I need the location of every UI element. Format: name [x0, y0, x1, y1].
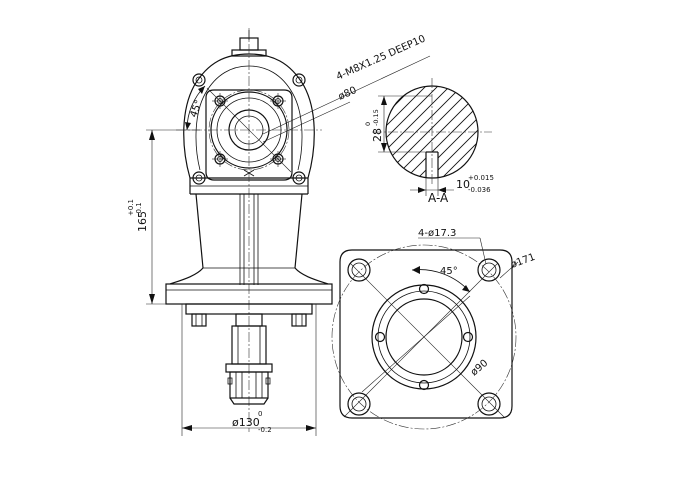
output-shaft — [225, 313, 273, 405]
key-height-tol-upper: 0 — [364, 122, 372, 126]
key-height-dim-text: 28 — [371, 128, 384, 142]
bottom-plate-view — [331, 237, 519, 430]
thread-callout-text: 4-M8X1.25 DEEP10 — [335, 33, 428, 82]
key-width-tol-lower: -0.036 — [468, 186, 491, 194]
bolt-circle-front-text: ø80 — [337, 85, 359, 103]
key-height-tol-lower: -0.15 — [372, 109, 380, 126]
angle-front-text: 45° — [188, 99, 204, 119]
hole-callout-text: 4-ø17.3 — [418, 228, 456, 239]
thread-leader — [262, 55, 431, 143]
angle-plate-text: 45° — [440, 266, 458, 277]
height-tol-upper: +0.1 — [127, 199, 135, 216]
base-dim-text: ø130 — [232, 416, 260, 429]
base-dimension — [181, 304, 317, 436]
height-tol-lower: -0.1 — [135, 202, 143, 216]
height-dimension — [146, 129, 200, 305]
height-dim-text: 165 — [136, 211, 149, 232]
base-tol-lower: -0.2 — [258, 426, 272, 434]
plate-inner-dim-text: ø90 — [469, 358, 491, 379]
key-width-tol-upper: +0.015 — [468, 174, 494, 182]
section-label-text: A-A — [428, 191, 449, 205]
front-view: 165 +0.1 -0.1 ø130 0 -0.2 4-M8X1.25 DEEP… — [127, 28, 431, 436]
plate-circle-dim-text: ø171 — [509, 252, 536, 271]
key-width-dim-text: 10 — [456, 178, 470, 191]
front-flange — [205, 89, 293, 181]
housing-column — [169, 193, 329, 285]
base-tol-upper: 0 — [258, 410, 262, 418]
